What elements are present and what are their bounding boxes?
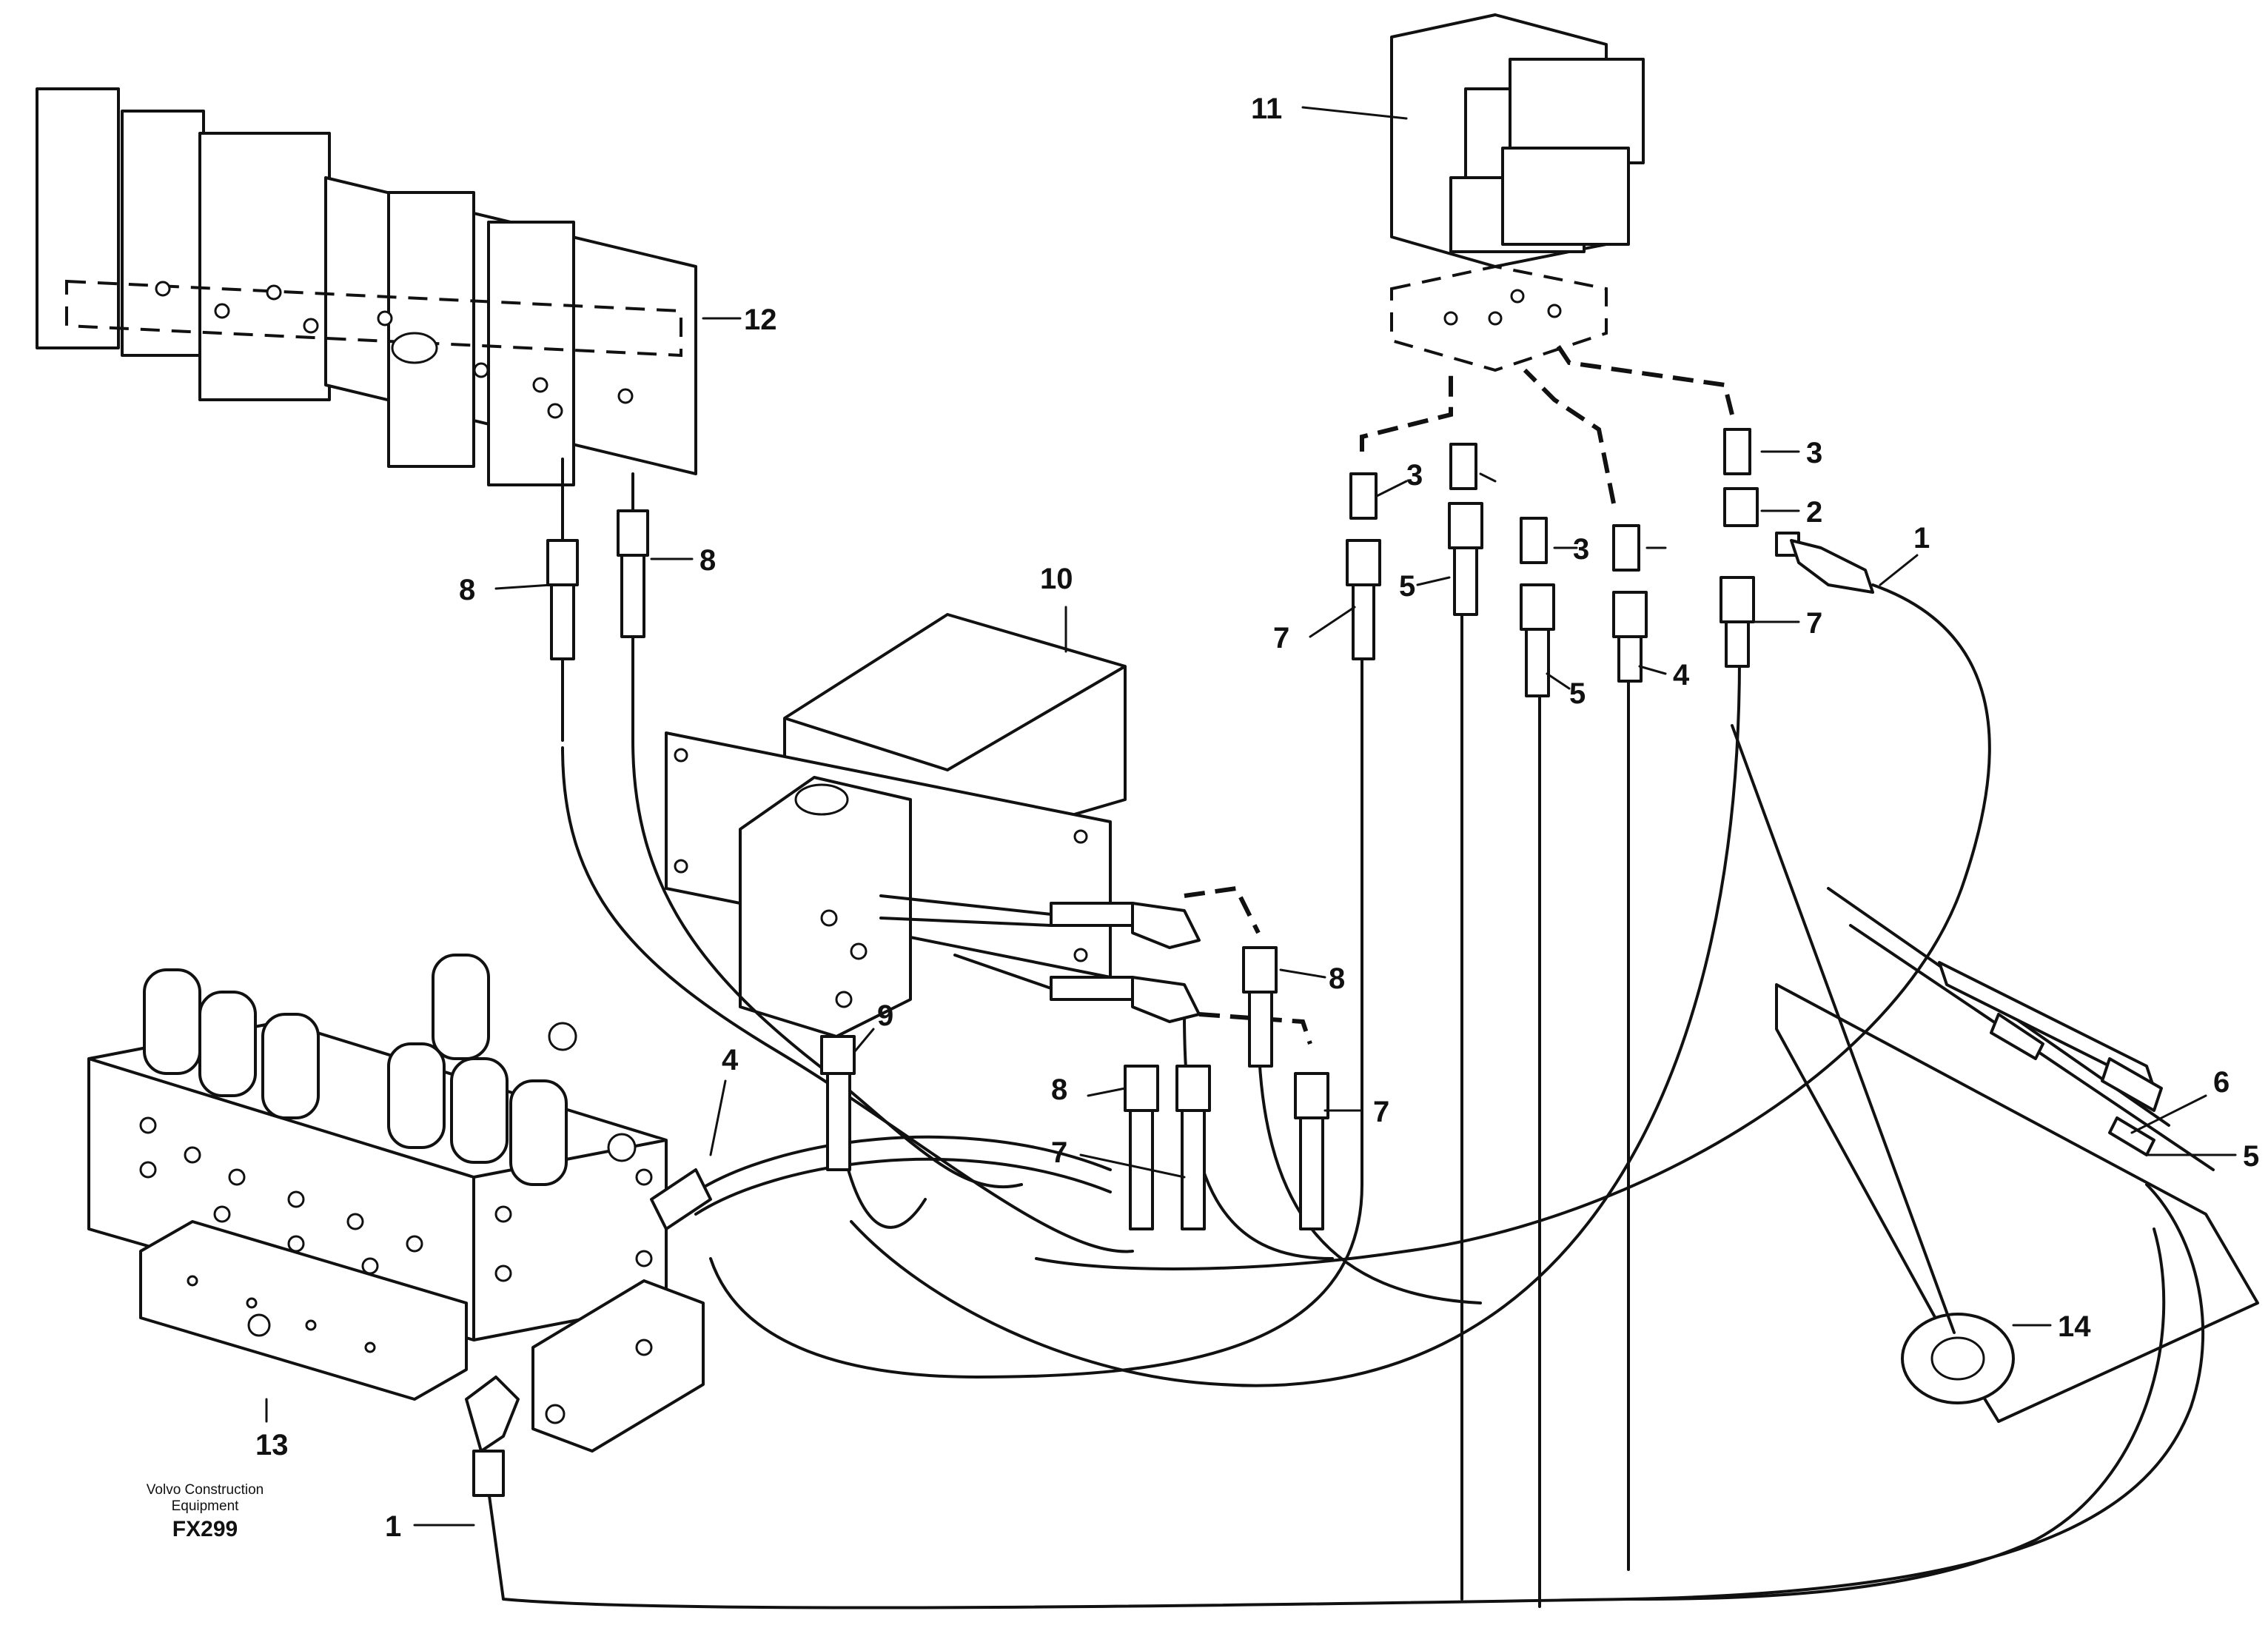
callout-9: 9	[877, 999, 893, 1032]
callout-5-a: 5	[1399, 570, 1415, 603]
callout-6: 6	[2213, 1066, 2230, 1099]
callouts: 11 12 8 8 10 3 3 3 2 1 7 5 7 5 4 8 9 4 8…	[255, 93, 2259, 1543]
credit-block: Volvo Construction Equipment FX299	[147, 1482, 264, 1541]
credit-code: FX299	[172, 1517, 238, 1541]
callout-1-bottom: 1	[385, 1510, 401, 1543]
callout-8-b: 8	[699, 544, 716, 577]
valve-block-12	[36, 87, 697, 486]
block-10	[665, 613, 1127, 1038]
cylinder-14	[1731, 724, 2259, 1423]
callout-3-c: 3	[1806, 437, 1822, 469]
callout-3-a: 3	[1406, 459, 1423, 492]
callout-12: 12	[744, 304, 777, 336]
callout-5-right: 5	[2243, 1140, 2259, 1173]
credit-line-2: Equipment	[172, 1498, 240, 1514]
credit-line-1: Volvo Construction	[147, 1482, 264, 1498]
callout-2: 2	[1806, 496, 1822, 529]
callout-8-a: 8	[459, 574, 475, 606]
callout-8-c: 8	[1329, 962, 1345, 995]
callout-5-b: 5	[1569, 677, 1586, 710]
callout-8-d: 8	[1051, 1073, 1067, 1106]
callout-7-d: 7	[1373, 1096, 1389, 1128]
callout-7-a: 7	[1273, 622, 1289, 654]
callout-7-b: 7	[1806, 607, 1822, 640]
callout-14: 14	[2058, 1310, 2091, 1343]
callout-10: 10	[1040, 563, 1073, 595]
valve-11	[1390, 13, 1645, 372]
callout-11: 11	[1251, 93, 1282, 125]
fittings	[465, 428, 2163, 1497]
callout-3-b: 3	[1573, 533, 1589, 566]
hoses	[480, 339, 2205, 1609]
callout-4-left: 4	[722, 1044, 739, 1076]
callout-1-top: 1	[1913, 522, 1930, 555]
callout-7-c: 7	[1051, 1136, 1067, 1169]
callout-4-top: 4	[1673, 659, 1690, 691]
callout-13: 13	[255, 1429, 289, 1461]
leader-lines	[265, 106, 2237, 1527]
control-valve-13	[87, 954, 705, 1453]
